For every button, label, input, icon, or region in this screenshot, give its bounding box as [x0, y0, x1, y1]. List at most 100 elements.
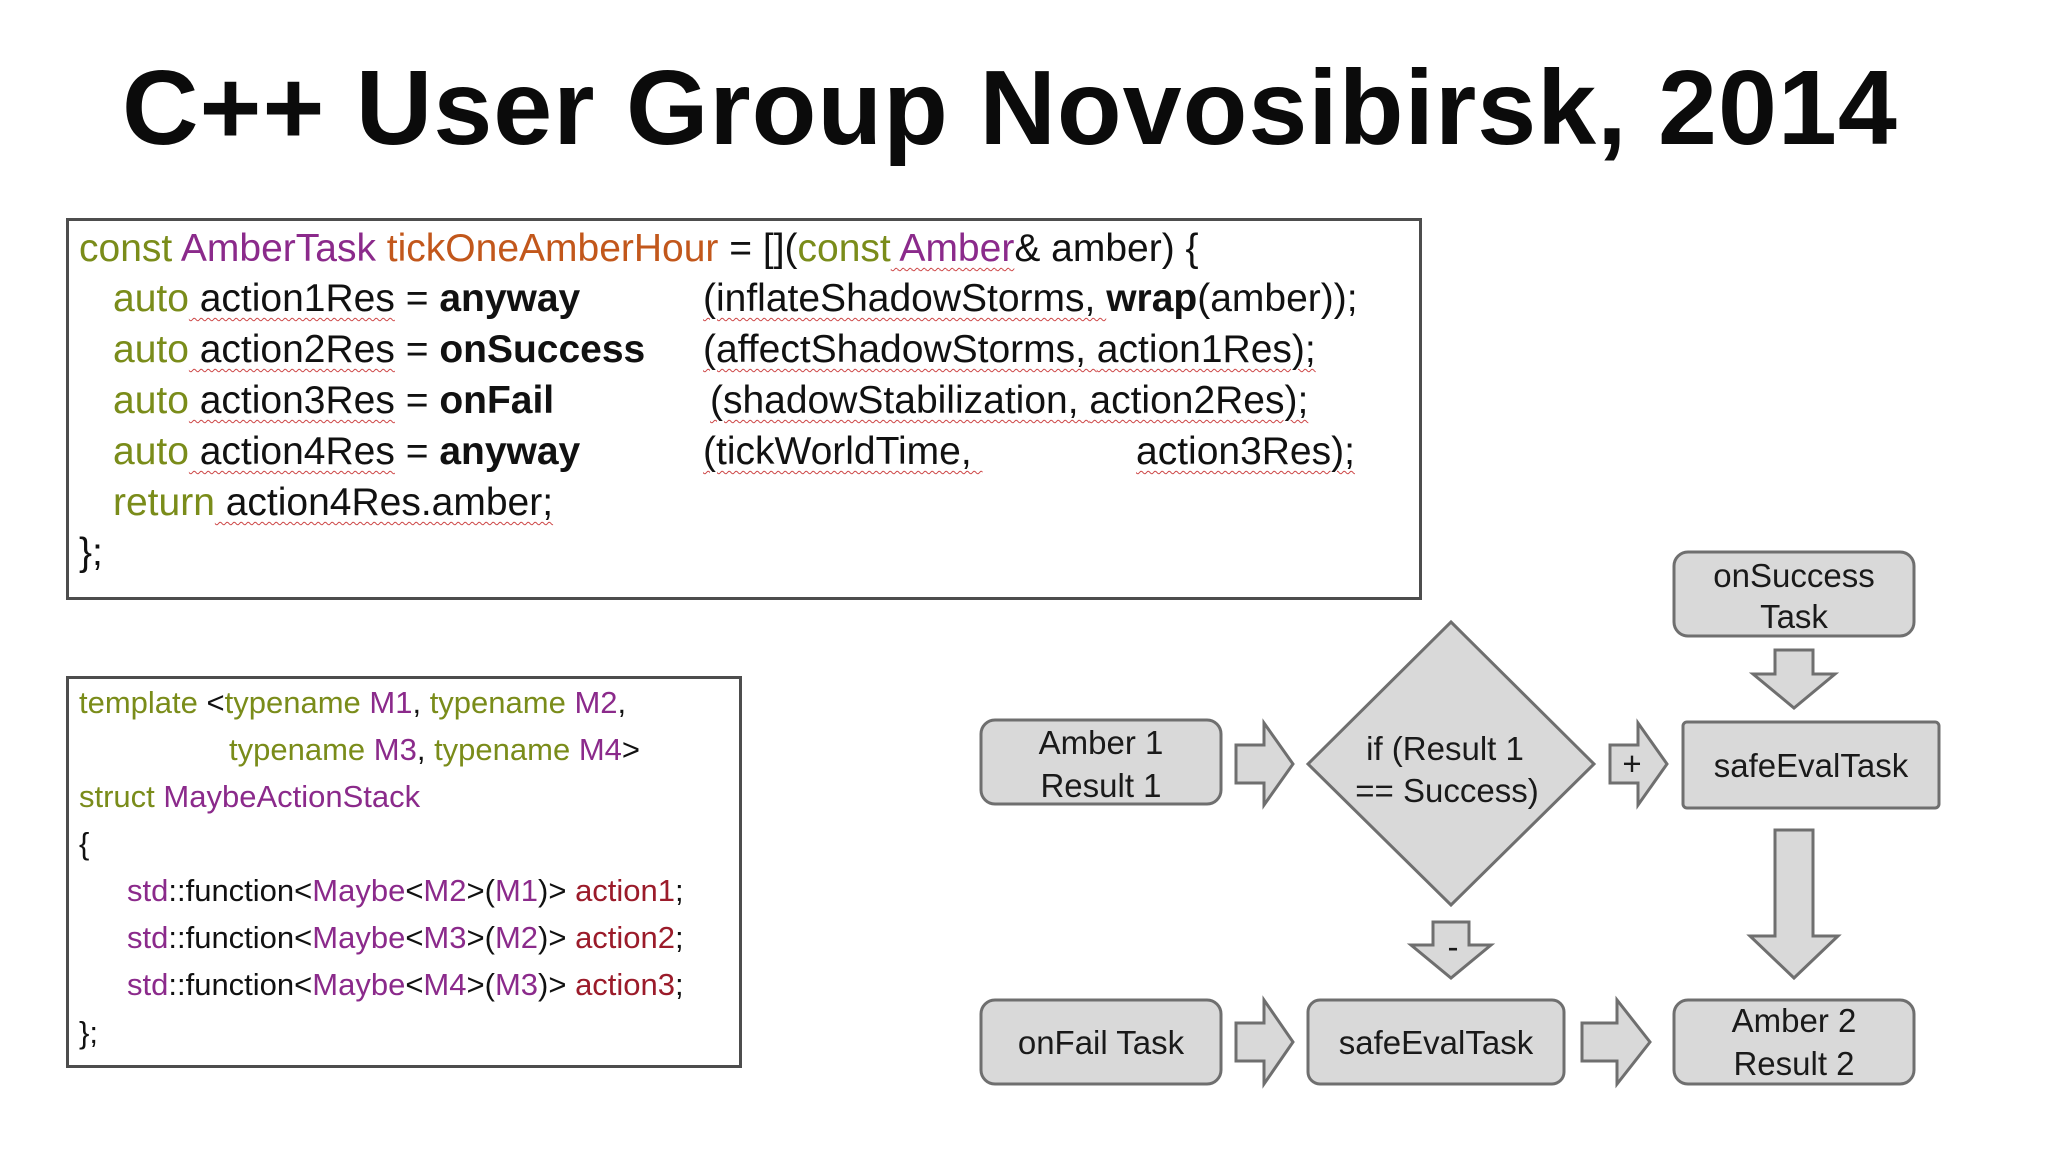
code-token: }; [79, 531, 103, 574]
code-line-6: return action4Res.amber; [113, 481, 553, 525]
code-token: M4 [570, 732, 622, 767]
code-token: & [1014, 227, 1041, 270]
code-token: = []( [718, 227, 798, 270]
right-arrow-icon [1580, 995, 1652, 1089]
code-token: struct [79, 779, 155, 814]
code-token: wrap [1106, 277, 1198, 320]
code-token: M2 [565, 685, 618, 720]
code-token: return [113, 481, 215, 524]
lambda-code-block: const AmberTask tickOneAmberHour = [](co… [66, 218, 1422, 600]
condition-diamond [1305, 619, 1597, 908]
code-token: = [394, 379, 440, 422]
code-token: onFail [439, 379, 555, 422]
code-token: (affectShadowStorms, [703, 328, 1097, 371]
slide-title: C++ User Group Novosibirsk, 2014 [122, 49, 1898, 167]
code-token: )> [538, 967, 576, 1002]
code-line-5-arg2: action3Res); [1136, 430, 1355, 474]
code-token: action4Res [188, 430, 395, 473]
struct-line-2: typename M3, typename M4> [229, 732, 640, 768]
onfail-label: onFail Task [1018, 1024, 1185, 1061]
onsuccess-node [1672, 550, 1916, 638]
code-token: action1Res [188, 277, 395, 320]
code-token: (inflateShadowStorms, [703, 277, 1107, 320]
code-token: >( [466, 920, 495, 955]
code-token: const [797, 227, 891, 270]
code-token: ::function< [168, 873, 313, 908]
condition-label-line2: == Success) [1355, 772, 1538, 809]
code-token: ::function< [168, 967, 313, 1002]
code-token: auto [113, 430, 189, 473]
code-line-3: auto action2Res = onSuccess [113, 328, 645, 372]
code-token: Amber [890, 227, 1015, 270]
code-token: ; [675, 967, 684, 1002]
code-token: )> [538, 873, 576, 908]
struct-line-7: std::function<Maybe<M4>(M3)> action3; [127, 967, 684, 1003]
code-token: )> [538, 920, 576, 955]
code-token: auto [113, 277, 189, 320]
condition-label-line1: if (Result 1 [1366, 730, 1524, 767]
code-token: { [79, 826, 90, 861]
amber2-label-line1: Amber 2 [1732, 1002, 1857, 1039]
struct-line-3: struct MaybeActionStack [79, 779, 420, 815]
code-line-4-args: (shadowStabilization, action2Res); [710, 379, 1308, 423]
code-token: >( [466, 873, 495, 908]
code-token: M4 [423, 967, 467, 1002]
code-token: std [127, 920, 169, 955]
code-token: amber) { [1040, 227, 1199, 270]
code-token: M3 [423, 920, 467, 955]
code-token: action3Res); [1136, 430, 1355, 473]
code-token: action4Res.amber; [214, 481, 554, 524]
code-line-3-args: (affectShadowStorms, action1Res); [703, 328, 1316, 372]
code-token: Maybe [312, 873, 406, 908]
code-token: typename [429, 685, 566, 720]
code-token: action1 [575, 873, 676, 908]
code-token: tickOneAmberHour [375, 227, 719, 270]
amber2-node [1672, 998, 1916, 1086]
code-token: , [416, 732, 435, 767]
struct-line-1: template <typename M1, typename M2, [79, 685, 626, 721]
amber1-label-line2: Result 1 [1040, 767, 1161, 804]
code-token: action2Res [188, 328, 395, 371]
code-token: auto [113, 379, 189, 422]
code-token: typename [434, 732, 571, 767]
code-line-5-args: (tickWorldTime, [703, 430, 983, 474]
code-token: M3 [365, 732, 417, 767]
code-line-4: auto action3Res = onFail [113, 379, 554, 423]
code-token: (amber)); [1197, 277, 1358, 320]
code-line-2: auto action1Res = anyway [113, 277, 580, 321]
onsuccess-label-line1: onSuccess [1713, 557, 1874, 594]
code-token: action3 [575, 967, 676, 1002]
code-token: template [79, 685, 198, 720]
minus-sign: - [1448, 928, 1459, 965]
code-token: M1 [494, 873, 539, 908]
code-token: (tickWorldTime, [703, 430, 983, 473]
right-arrow-icon [1608, 718, 1669, 810]
code-token: typename [224, 685, 361, 720]
struct-line-4: { [79, 826, 89, 862]
onfail-node [979, 998, 1223, 1086]
code-token: std [127, 873, 169, 908]
down-arrow-icon [1748, 648, 1840, 710]
code-token: anyway [439, 430, 581, 473]
code-token: M1 [360, 685, 413, 720]
right-arrow-icon [1234, 995, 1295, 1089]
code-token: anyway [439, 277, 581, 320]
code-token: }; [79, 1015, 98, 1050]
code-token: < [197, 685, 225, 720]
code-token: action3Res [188, 379, 395, 422]
down-arrow-icon [1746, 828, 1842, 981]
code-token: ; [675, 920, 684, 955]
code-token: action2Res); [1089, 379, 1309, 422]
struct-line-8: }; [79, 1015, 98, 1051]
safeeval-top-label: safeEvalTask [1714, 747, 1909, 784]
code-token: Maybe [312, 920, 406, 955]
code-token: >( [466, 967, 495, 1002]
code-token: auto [113, 328, 189, 371]
code-token: < [405, 920, 424, 955]
code-line-1: const AmberTask tickOneAmberHour = [](co… [79, 227, 1199, 271]
code-token: M2 [423, 873, 467, 908]
code-line-2-args: (inflateShadowStorms, wrap(amber)); [703, 277, 1358, 321]
struct-line-5: std::function<Maybe<M2>(M1)> action1; [127, 873, 684, 909]
down-arrow-icon [1406, 920, 1496, 980]
code-token: std [127, 967, 169, 1002]
